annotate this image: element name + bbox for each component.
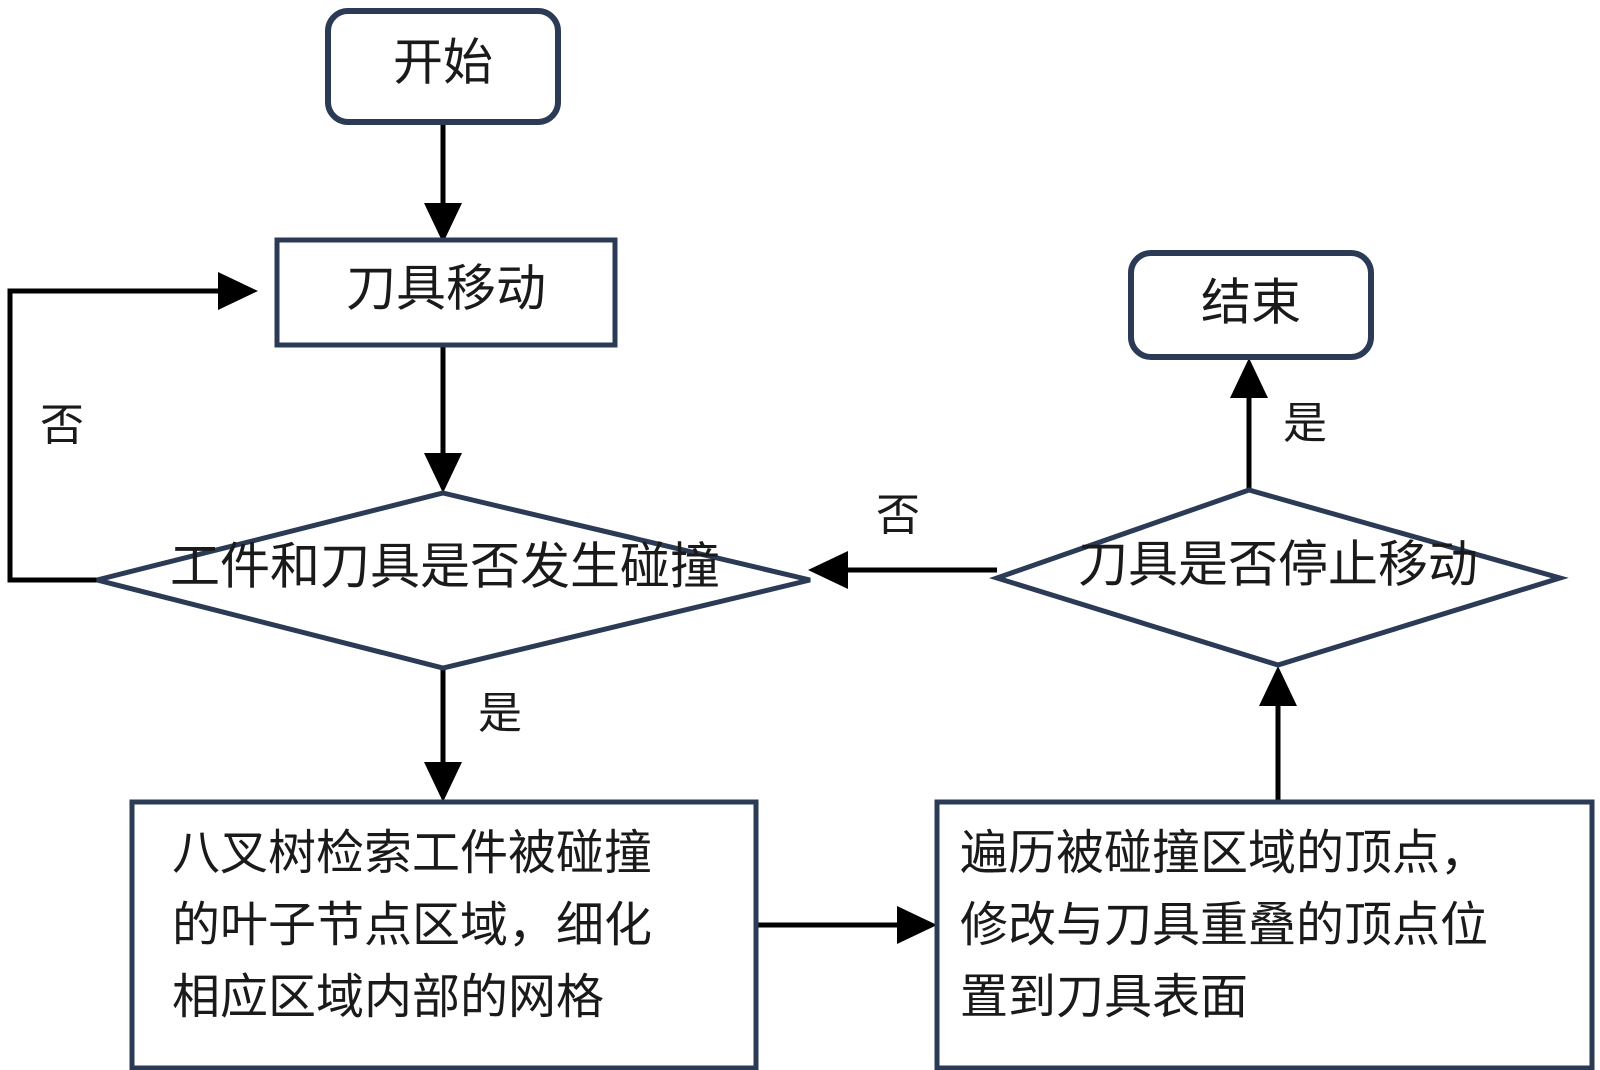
node-octree-line-3: 相应区域内部的网格	[172, 971, 604, 1024]
node-octree[interactable]: 八叉树检索工件被碰撞 的叶子节点区域，细化 相应区域内部的网格	[129, 799, 759, 1070]
node-start[interactable]: 开始	[325, 8, 561, 125]
edge-tool-move-to-collision	[424, 345, 462, 493]
node-octree-line-2: 的叶子节点区域，细化	[172, 899, 652, 952]
node-end[interactable]: 结束	[1128, 250, 1374, 360]
edge-label-stop-yes: 是	[1283, 399, 1327, 448]
node-collision-check-shape[interactable]	[96, 490, 811, 671]
arrow-head-icon	[1259, 666, 1297, 706]
arrow-head-icon	[1230, 358, 1268, 398]
node-collision-check-label: 工件和刀具是否发生碰撞	[170, 538, 720, 594]
node-stop-check-shape[interactable]	[989, 487, 1569, 668]
node-vertex-update-shape[interactable]	[934, 799, 1595, 1070]
node-stop-check-label: 刀具是否停止移动	[1078, 536, 1478, 592]
edge-label-collision-yes: 是	[478, 689, 522, 738]
edge-label-collision-no: 否	[40, 401, 84, 450]
node-vertex-update-line-1: 遍历被碰撞区域的顶点，	[960, 827, 1488, 880]
arrow-head-icon	[424, 203, 462, 243]
node-start-label: 开始	[393, 34, 493, 90]
node-vertex-update-line-3: 置到刀具表面	[960, 971, 1248, 1024]
node-start-shape[interactable]	[325, 8, 561, 125]
arrow-head-icon	[218, 272, 258, 310]
node-tool-move[interactable]: 刀具移动	[274, 237, 618, 348]
edge-collision-yes-to-octree	[424, 668, 462, 802]
edge-stop-yes-to-end	[1230, 358, 1268, 490]
node-tool-move-label: 刀具移动	[346, 260, 546, 316]
arrow-head-icon	[808, 551, 848, 589]
node-end-label: 结束	[1201, 274, 1301, 330]
node-vertex-update-line-2: 修改与刀具重叠的顶点位	[960, 899, 1488, 952]
edge-octree-to-vertex-update	[757, 906, 937, 944]
arrow-head-icon	[424, 762, 462, 802]
node-collision-check[interactable]: 工件和刀具是否发生碰撞	[96, 490, 811, 671]
edge-stop-no-to-collision	[808, 551, 997, 589]
edge-label-stop-no: 否	[876, 491, 920, 540]
node-octree-shape[interactable]	[129, 799, 759, 1070]
edge-start-to-tool-move	[424, 122, 462, 243]
arrow-head-icon	[424, 453, 462, 493]
node-octree-line-1: 八叉树检索工件被碰撞	[172, 827, 652, 880]
edge-vertex-update-to-stop	[1259, 666, 1297, 802]
edge-collision-no-loop	[7, 272, 258, 583]
arrow-head-icon	[897, 906, 937, 944]
node-stop-check[interactable]: 刀具是否停止移动	[989, 487, 1569, 668]
node-vertex-update[interactable]: 遍历被碰撞区域的顶点， 修改与刀具重叠的顶点位 置到刀具表面	[934, 799, 1595, 1070]
node-end-shape[interactable]	[1128, 250, 1374, 360]
node-tool-move-shape[interactable]	[274, 237, 618, 348]
